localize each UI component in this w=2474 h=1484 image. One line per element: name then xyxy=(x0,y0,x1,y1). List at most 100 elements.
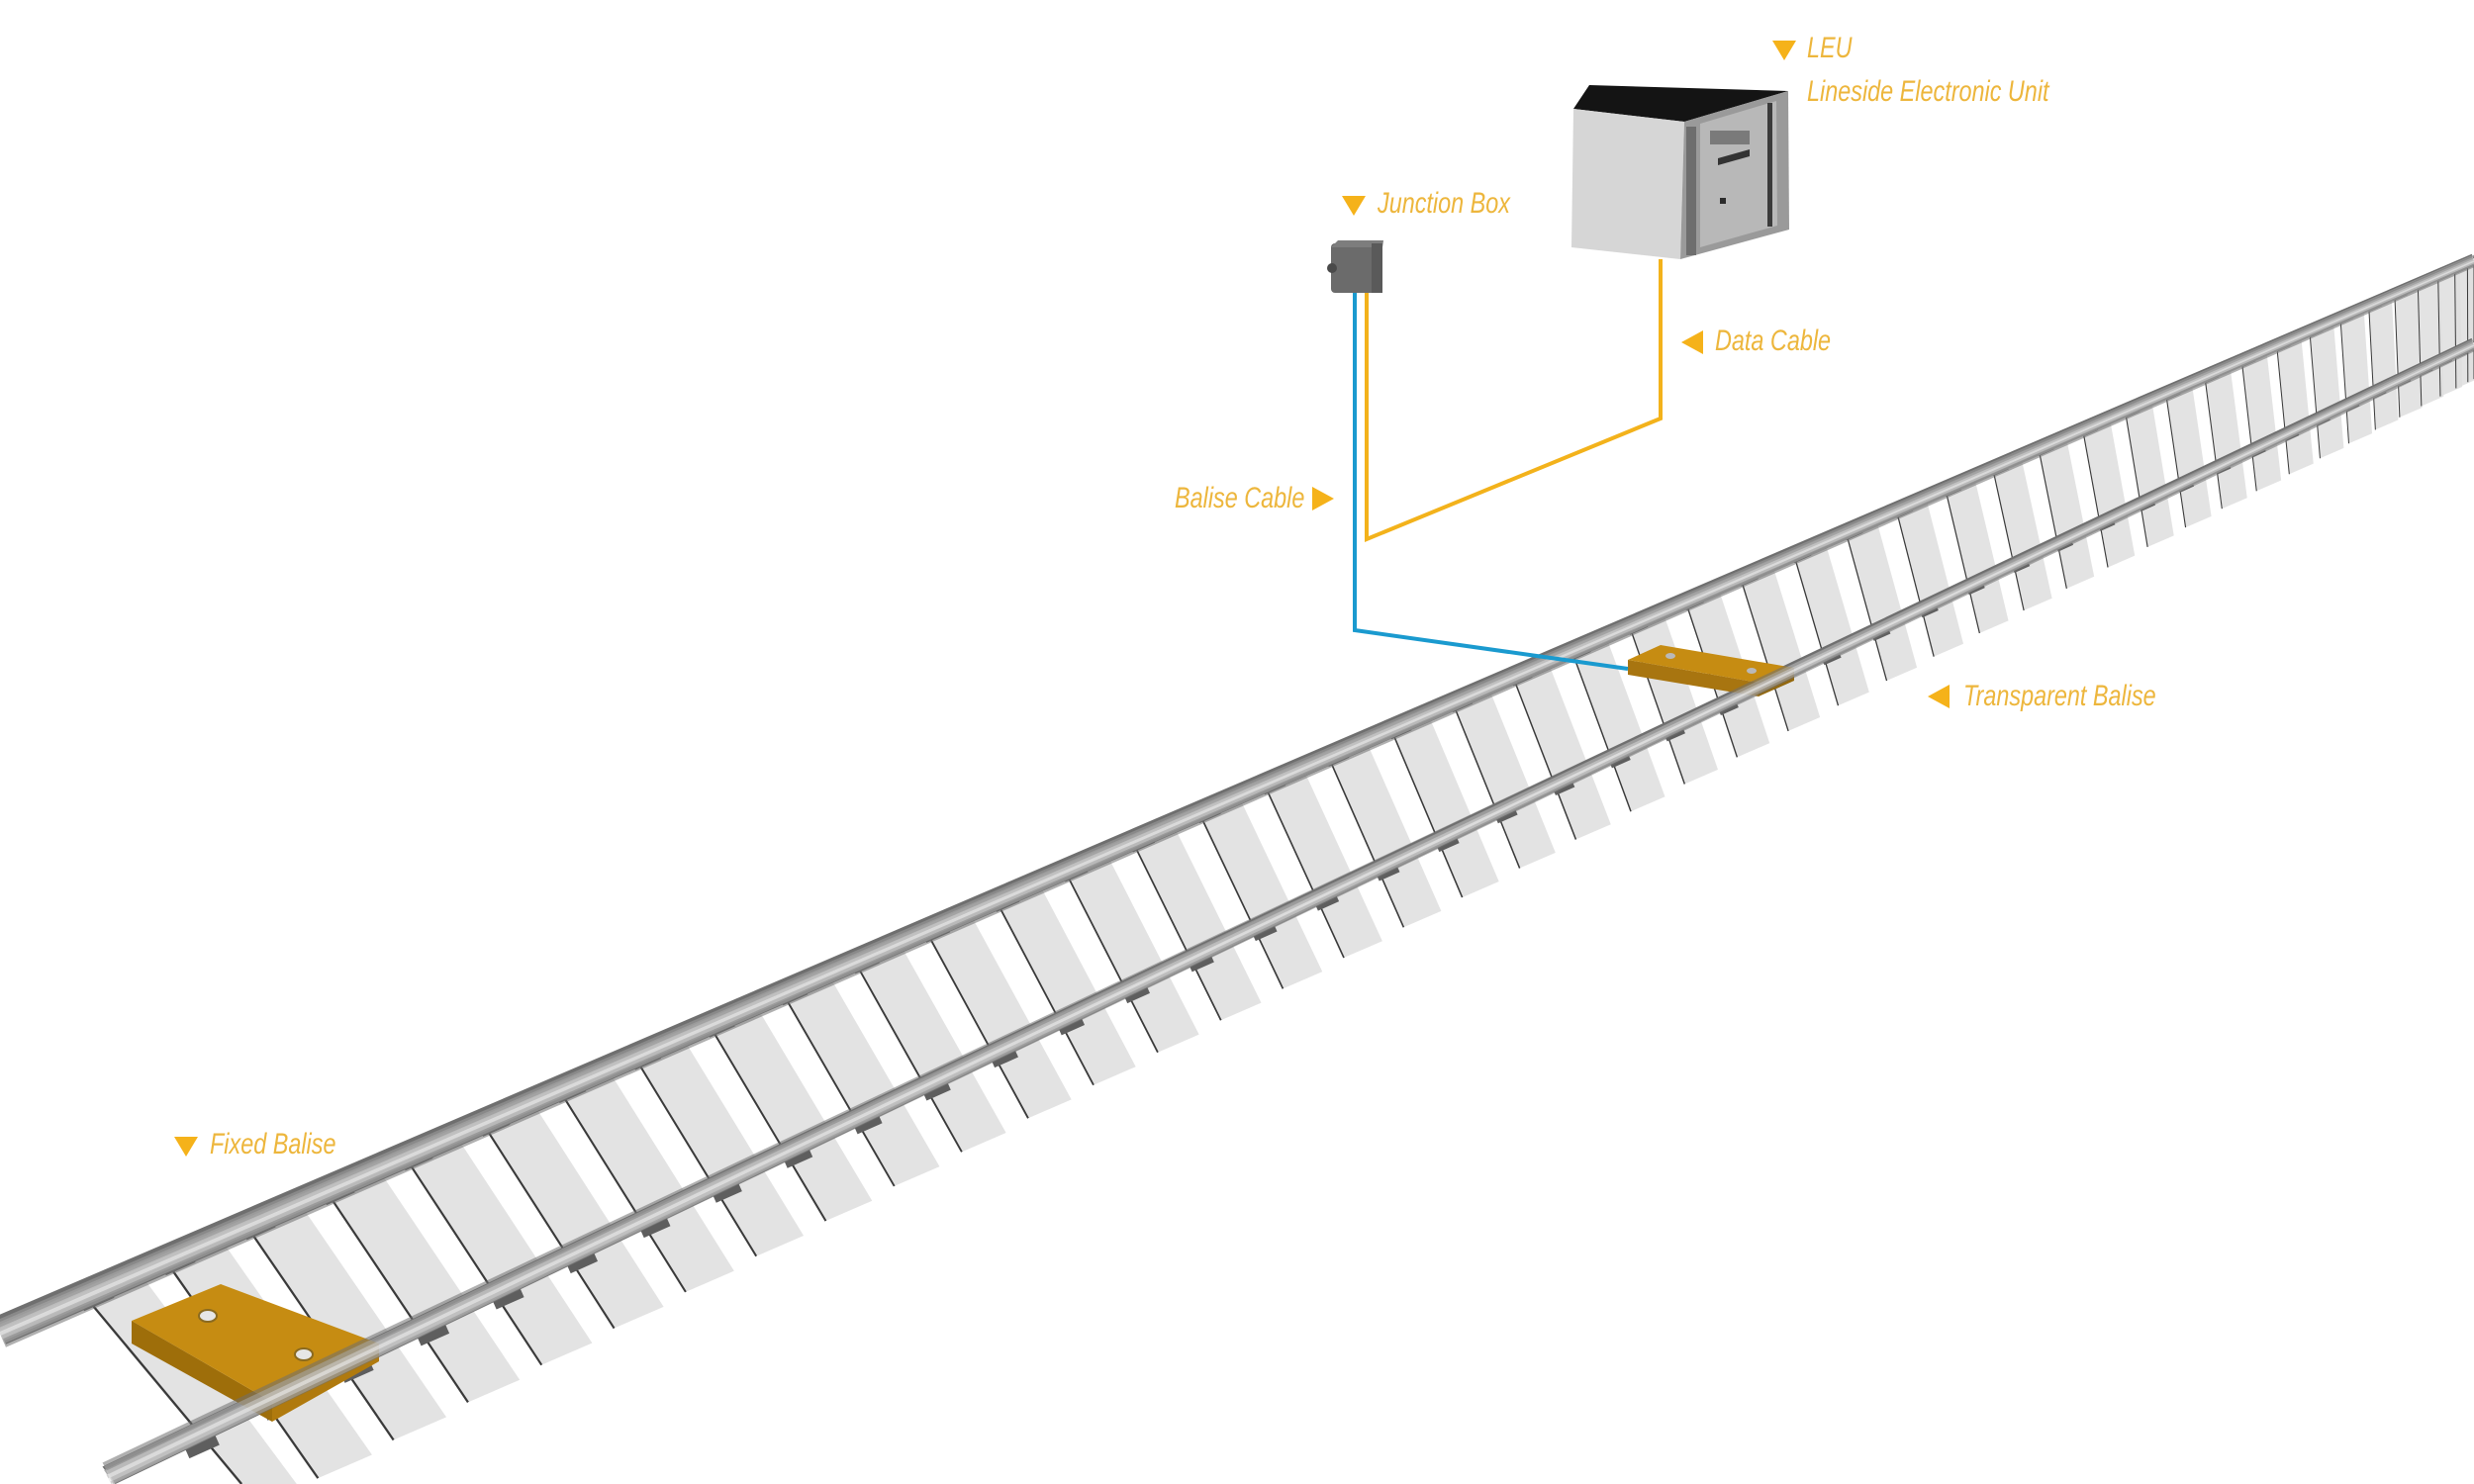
leu-display xyxy=(1718,149,1750,165)
sleeper-edge xyxy=(2240,355,2257,492)
balise-cable-marker-icon xyxy=(1312,487,1334,510)
junction-box-top xyxy=(1331,240,1383,247)
sleeper xyxy=(1844,512,1918,682)
data-cable-label: Data Cable xyxy=(1715,325,1832,357)
fixed-balise-bolt xyxy=(198,1309,218,1323)
fixed-balise-bolt xyxy=(294,1347,314,1361)
sleeper-edge xyxy=(849,953,963,1153)
sleeper-edge xyxy=(1060,863,1159,1054)
sleeper xyxy=(1510,654,1611,840)
junction-box xyxy=(1327,240,1383,293)
sleeper-edge xyxy=(2203,371,2223,510)
transparent-balise-front xyxy=(1628,660,1759,696)
sleeper xyxy=(1738,557,1821,731)
sleeper xyxy=(1944,470,2009,633)
sleeper xyxy=(704,996,873,1222)
sleepers xyxy=(76,254,2474,1484)
transparent-balise-bolt xyxy=(1665,653,1675,659)
balise-cable-label: Balise Cable xyxy=(1175,482,1305,514)
data-cable-marker-icon xyxy=(1681,330,1703,354)
leu-module xyxy=(1710,131,1750,144)
sleeper-edge xyxy=(1387,721,1464,898)
sleeper xyxy=(399,1126,593,1365)
sleeper xyxy=(239,1193,447,1440)
sleeper xyxy=(2368,291,2399,430)
railway-track xyxy=(0,253,2474,1484)
sleeper-edge xyxy=(76,1286,243,1484)
fixed-balise-label: Fixed Balise xyxy=(210,1128,336,1160)
sleeper-edge xyxy=(991,892,1094,1086)
scene-content xyxy=(0,253,2474,1484)
sleeper-edge xyxy=(777,984,896,1187)
sleeper-edge xyxy=(2164,388,2187,528)
sleeper-edge xyxy=(1449,696,1521,869)
sleeper xyxy=(1325,733,1442,928)
sleeper xyxy=(1569,629,1665,812)
sleeper-edge xyxy=(2367,300,2376,430)
junction-box-label: Junction Box xyxy=(1378,187,1510,220)
sleeper-edge xyxy=(1324,749,1405,928)
data-cable xyxy=(1365,259,1663,542)
sleeper-edge xyxy=(1260,777,1345,959)
sleeper-edge xyxy=(1943,483,1980,634)
lower-rail-front-highlight xyxy=(108,344,2474,1478)
balise-cable xyxy=(1353,293,1629,671)
sleeper xyxy=(629,1028,805,1256)
sleeper-edge xyxy=(628,1048,758,1257)
sleeper-edge xyxy=(2275,340,2290,475)
leu-sublabel: Lineside Electronic Unit xyxy=(1807,75,2049,108)
sleeper xyxy=(320,1159,521,1403)
sleeper xyxy=(1450,680,1556,869)
sleeper xyxy=(2339,303,2373,444)
fixed-balise-marker-icon xyxy=(174,1137,198,1157)
sleeper xyxy=(2240,344,2282,492)
sleeper xyxy=(2164,377,2212,528)
sleeper xyxy=(2081,412,2136,568)
leu-side-panel xyxy=(1700,101,1777,247)
sleeper xyxy=(992,875,1136,1085)
leu-label: LEU xyxy=(1807,32,1853,64)
leu-front xyxy=(1571,109,1684,259)
sleeper-edge xyxy=(1626,619,1685,785)
sleeper xyxy=(1894,491,1964,657)
sleeper-edge xyxy=(2454,263,2457,389)
sleeper-edge xyxy=(704,1016,827,1222)
junction-box-gland xyxy=(1327,263,1337,273)
sleeper xyxy=(553,1061,734,1292)
sleeper-edge xyxy=(1894,504,1935,657)
leu-side-shadow xyxy=(1686,127,1696,255)
sleeper xyxy=(1791,534,1869,706)
junction-box-marker-icon xyxy=(1342,196,1366,216)
sleeper xyxy=(2124,394,2174,547)
sleeper-edge xyxy=(2037,442,2067,589)
sleeper-edge xyxy=(1738,571,1789,732)
upper-rail-front-highlight xyxy=(0,260,2474,1336)
sleeper-edge xyxy=(2081,423,2109,568)
sleeper xyxy=(2037,430,2095,589)
sleeper xyxy=(778,965,940,1186)
sleeper-edge xyxy=(1194,804,1285,989)
sleeper xyxy=(1387,706,1499,898)
sleeper-edge xyxy=(1509,669,1577,840)
sleeper xyxy=(477,1092,664,1329)
sleeper-edge xyxy=(1569,644,1632,812)
sleeper-edge xyxy=(2394,289,2401,417)
sleeper-edge xyxy=(552,1080,687,1293)
sleeper-edge xyxy=(1990,462,2025,611)
sleeper-edge xyxy=(476,1114,616,1330)
leu-top xyxy=(1573,85,1788,122)
sleeper-edge xyxy=(2417,279,2423,407)
sleeper-edge xyxy=(920,922,1029,1119)
transparent-balise-label: Transparent Balise xyxy=(1963,680,2156,712)
leu-cabinet xyxy=(1571,85,1789,259)
sleeper-edge xyxy=(1128,833,1222,1021)
sleeper-edge xyxy=(1791,548,1840,706)
leu-rack-rail xyxy=(1767,103,1772,227)
junction-box-body xyxy=(1331,243,1382,293)
transparent-balise-bolt xyxy=(1747,668,1757,674)
sleeper xyxy=(1061,845,1199,1053)
sleeper xyxy=(2204,360,2247,510)
sleeper-edge xyxy=(1844,525,1888,682)
sleeper-edge xyxy=(319,1181,469,1403)
